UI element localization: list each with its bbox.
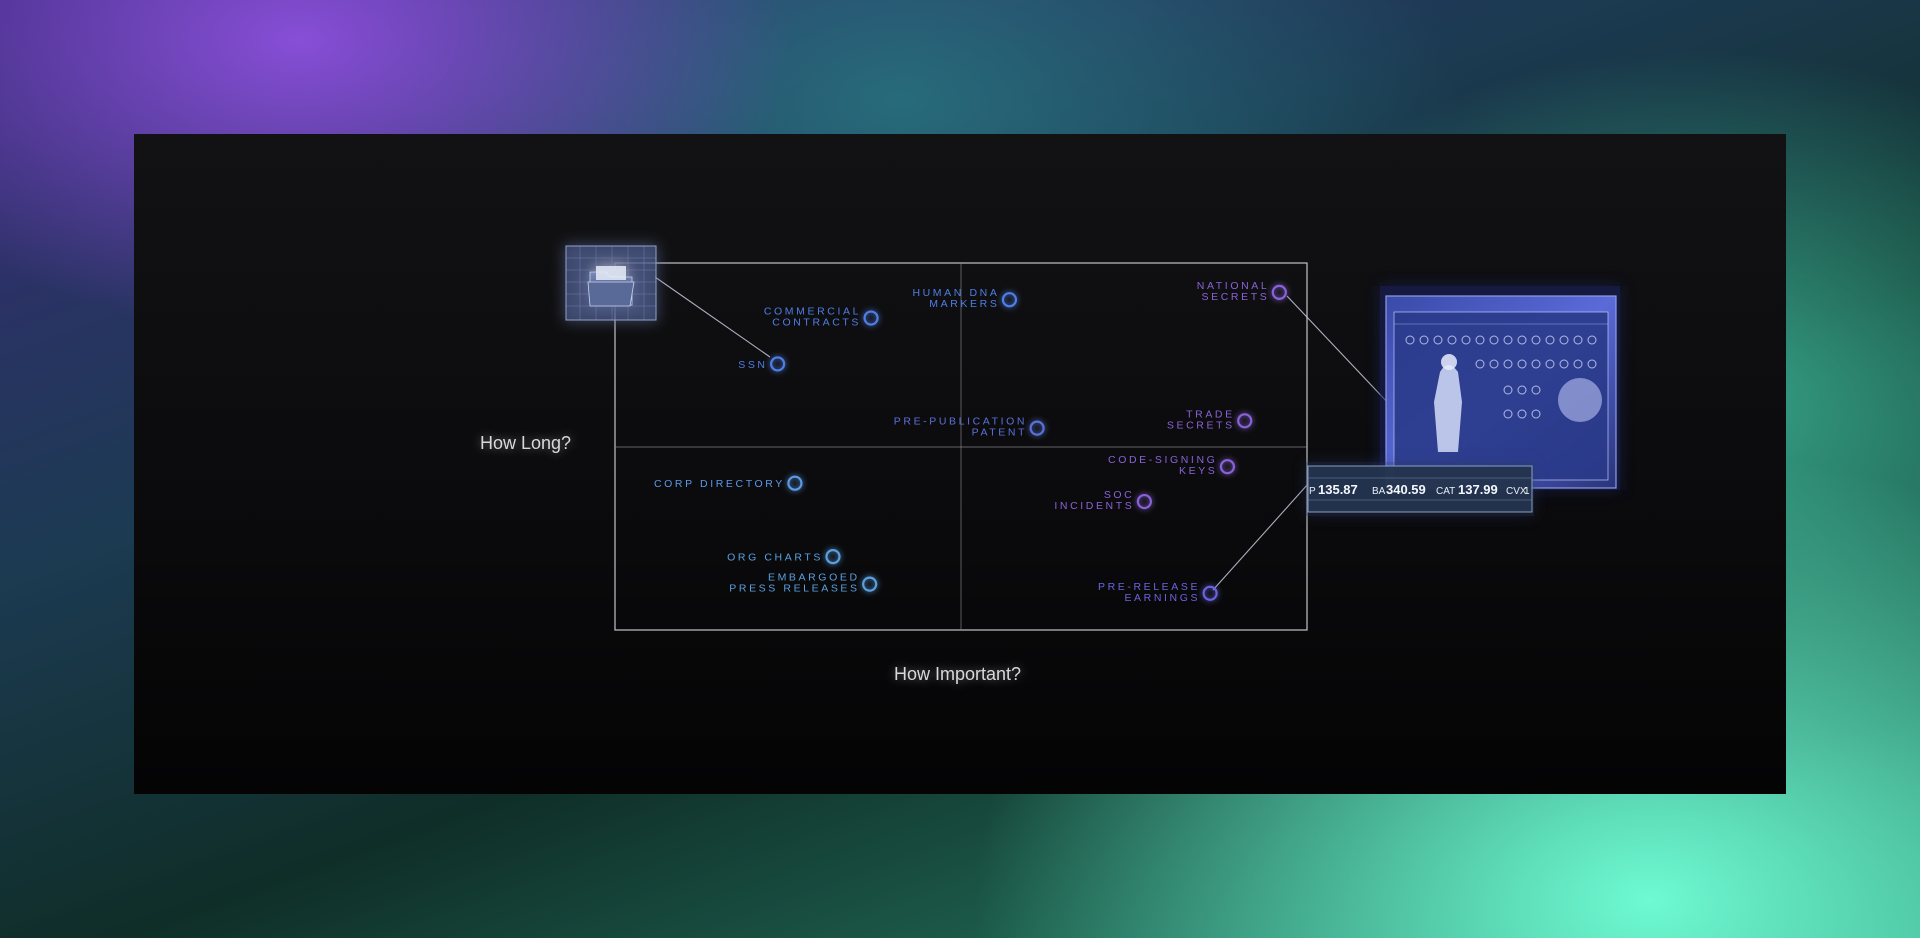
connector-secrets-photo <box>1286 295 1391 406</box>
point-label-national-secrets-1: NATIONAL <box>1197 280 1270 292</box>
point-label-embargoed-press-releases-1: EMBARGOED <box>768 572 860 584</box>
ticker-sym-2: BA <box>1372 486 1386 497</box>
point-marker-pre-release-earnings <box>1202 585 1218 601</box>
ticker-sym-1: P <box>1309 486 1316 497</box>
ticker-val-1: 135.87 <box>1318 482 1358 497</box>
ticker-val-4: 1 <box>1524 486 1530 497</box>
point-label-national-secrets-2: SECRETS <box>1202 291 1270 303</box>
point-label-soc-incidents-1: SOC <box>1104 489 1135 501</box>
ticker-val-3: 137.99 <box>1458 482 1498 497</box>
point-label-soc-incidents-2: INCIDENTS <box>1054 500 1134 512</box>
point-label-corp-directory-1: CORP DIRECTORY <box>654 478 785 490</box>
connector-lines <box>654 276 1391 591</box>
point-marker-ssn <box>770 356 786 372</box>
point-marker-human-dna-markers <box>1001 292 1018 308</box>
point-marker-national-secrets <box>1271 284 1287 300</box>
point-corp-directory: CORP DIRECTORY <box>654 475 803 491</box>
point-label-code-signing-keys-1: CODE-SIGNING <box>1108 454 1217 466</box>
point-label-pre-release-earnings-1: PRE-RELEASE <box>1098 581 1200 593</box>
vintage-computer-photo <box>1380 286 1620 490</box>
point-label-pre-publication-patent-1: PRE-PUBLICATION <box>894 416 1027 428</box>
y-axis-label: How Long? <box>480 433 572 453</box>
point-label-trade-secrets-2: SECRETS <box>1167 419 1235 431</box>
point-marker-org-charts <box>825 548 841 565</box>
matrix-frame <box>614 262 1308 631</box>
folder-thumbnail <box>565 245 657 321</box>
point-label-commercial-contracts-2: CONTRACTS <box>772 317 861 329</box>
point-marker-trade-secrets <box>1237 413 1253 429</box>
point-ssn: SSN <box>738 356 786 372</box>
connector-earnings-ticker <box>1212 483 1309 591</box>
point-label-pre-release-earnings-2: EARNINGS <box>1124 592 1200 604</box>
folder-icon <box>587 266 635 307</box>
ticker-val-2: 340.59 <box>1386 482 1426 497</box>
point-marker-corp-directory <box>787 475 803 491</box>
point-label-org-charts-1: ORG CHARTS <box>727 552 823 564</box>
ticker-sym-3: CAT <box>1436 486 1455 497</box>
point-label-commercial-contracts-1: COMMERCIAL <box>764 306 861 318</box>
connector-folder-ssn <box>654 276 771 358</box>
point-marker-soc-incidents <box>1136 493 1152 510</box>
point-label-human-dna-markers-1: HUMAN DNA <box>912 287 999 299</box>
point-marker-pre-publication-patent <box>1029 420 1045 436</box>
point-label-embargoed-press-releases-2: PRESS RELEASES <box>729 583 859 595</box>
point-marker-code-signing-keys <box>1219 459 1236 475</box>
point-label-ssn-1: SSN <box>738 359 767 371</box>
point-label-pre-publication-patent-2: PATENT <box>972 427 1027 439</box>
point-marker-embargoed-press-releases <box>862 576 878 592</box>
point-org-charts: ORG CHARTS <box>727 548 841 565</box>
ticker-sym-4: CVX <box>1506 486 1527 497</box>
point-marker-commercial-contracts <box>863 310 879 326</box>
point-label-human-dna-markers-2: MARKERS <box>929 298 999 310</box>
point-label-trade-secrets-1: TRADE <box>1186 408 1235 420</box>
stock-ticker: P 135.87 BA 340.59 CAT 137.99 CVX 1 <box>1306 462 1534 516</box>
x-axis-label: How Important? <box>894 664 1022 684</box>
point-label-code-signing-keys-2: KEYS <box>1179 465 1217 477</box>
